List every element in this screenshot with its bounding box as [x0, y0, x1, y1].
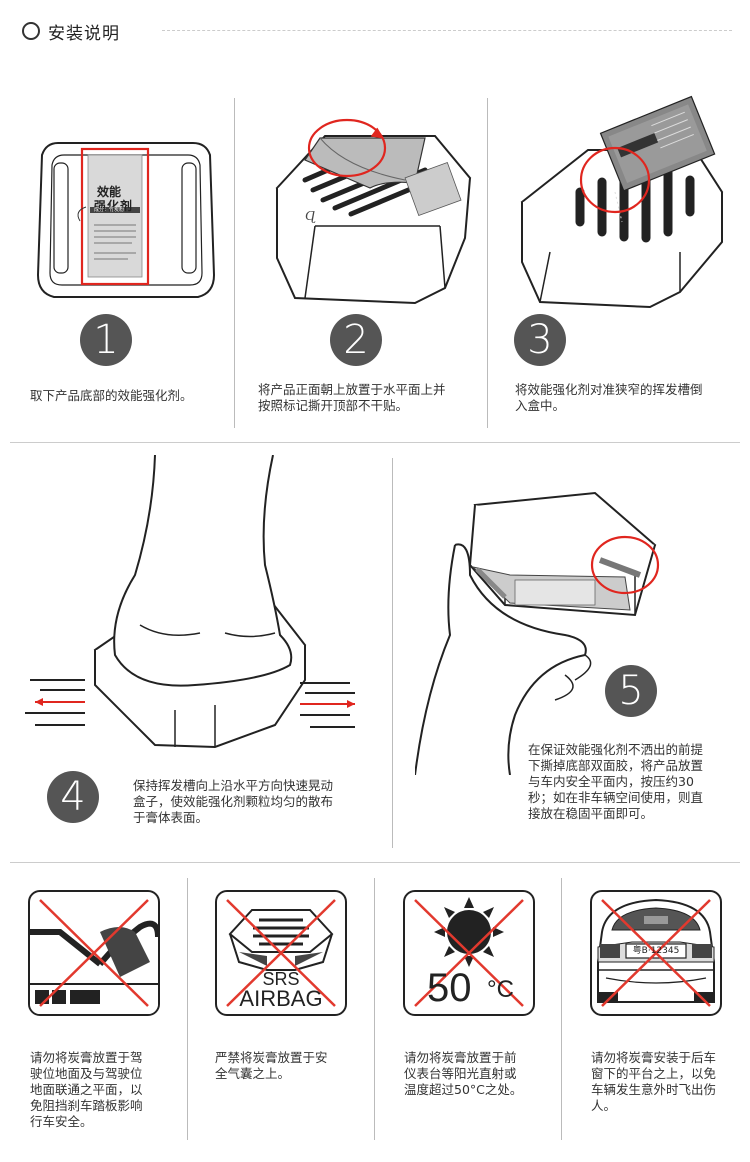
warning-car-rear-text: 请勿将炭膏安装于后车 窗下的平台之上，以免 车辆发生意外时飞出伤 人。 [591, 1050, 717, 1113]
step3-number: 3 [514, 314, 566, 366]
airbag-label-top: SRS [262, 969, 300, 989]
header-circle-icon [22, 22, 40, 40]
step2-description: 将产品正面朝上放置于水平面上并 按照标记撕开顶部不干贴。 [258, 382, 446, 413]
warning-car-rear-icon: 粤B·12345 [590, 890, 722, 1016]
divider-vertical [392, 458, 393, 848]
divider-vertical [487, 98, 488, 428]
step4-number: 4 [47, 771, 99, 823]
step3-illustration [510, 92, 730, 317]
temperature-unit: °C [487, 976, 514, 1003]
license-plate: 粤B·12345 [632, 946, 680, 956]
product-card-band: 成分：竹炭粉 [94, 207, 125, 213]
warning-pedal-text: 请勿将炭膏放置于驾 驶位地面及与驾驶位 地面联通之平面，以 免阻挡刹车踏板影响 … [30, 1050, 143, 1129]
step5-illustration [415, 465, 665, 775]
header-divider [162, 30, 732, 31]
step1-illustration: 效能 强化剂 成分：竹炭粉 [28, 125, 223, 315]
page-title: 安装说明 [48, 24, 120, 44]
step2-illustration: Ɋ [265, 108, 475, 313]
step1-description: 取下产品底部的效能强化剂。 [30, 388, 193, 403]
warning-airbag-icon: SRS AIRBAG [215, 890, 347, 1016]
warning-airbag-text: 严禁将炭膏放置于安 全气囊之上。 [215, 1050, 328, 1081]
warning-pedal-icon [28, 890, 160, 1016]
temperature-value: 50 [427, 966, 472, 1010]
divider-horizontal [10, 442, 740, 443]
divider-horizontal [10, 862, 740, 863]
step1-number: 1 [80, 314, 132, 366]
step5-description: 在保证效能强化剂不洒出的前提 下撕掉底部双面胶，将产品放置 与车内安全平面内，按… [528, 742, 704, 821]
step2-number: 2 [330, 314, 382, 366]
step4-illustration [25, 455, 365, 755]
divider-vertical [234, 98, 235, 428]
step3-description: 将效能强化剂对准狭窄的挥发槽倒 入盒中。 [515, 382, 703, 413]
warning-sun-icon: 50 °C [403, 890, 535, 1016]
product-card-title: 效能 [97, 185, 122, 199]
step4-description: 保持挥发槽向上沿水平方向快速晃动 盒子，使效能强化剂颗粒均匀的散布 于膏体表面。 [133, 778, 334, 825]
divider-vertical [187, 878, 188, 1140]
step5-number: 5 [605, 665, 657, 717]
airbag-label-bottom: AIRBAG [239, 986, 323, 1011]
divider-vertical [561, 878, 562, 1140]
divider-vertical [374, 878, 375, 1140]
svg-text:Ɋ: Ɋ [305, 209, 316, 224]
section-header: 安装说明 [22, 18, 732, 48]
product-card-subtitle: 强化剂 [94, 199, 134, 213]
warning-sun-text: 请勿将炭膏放置于前 仪表台等阳光直射或 温度超过50°C之处。 [404, 1050, 523, 1097]
